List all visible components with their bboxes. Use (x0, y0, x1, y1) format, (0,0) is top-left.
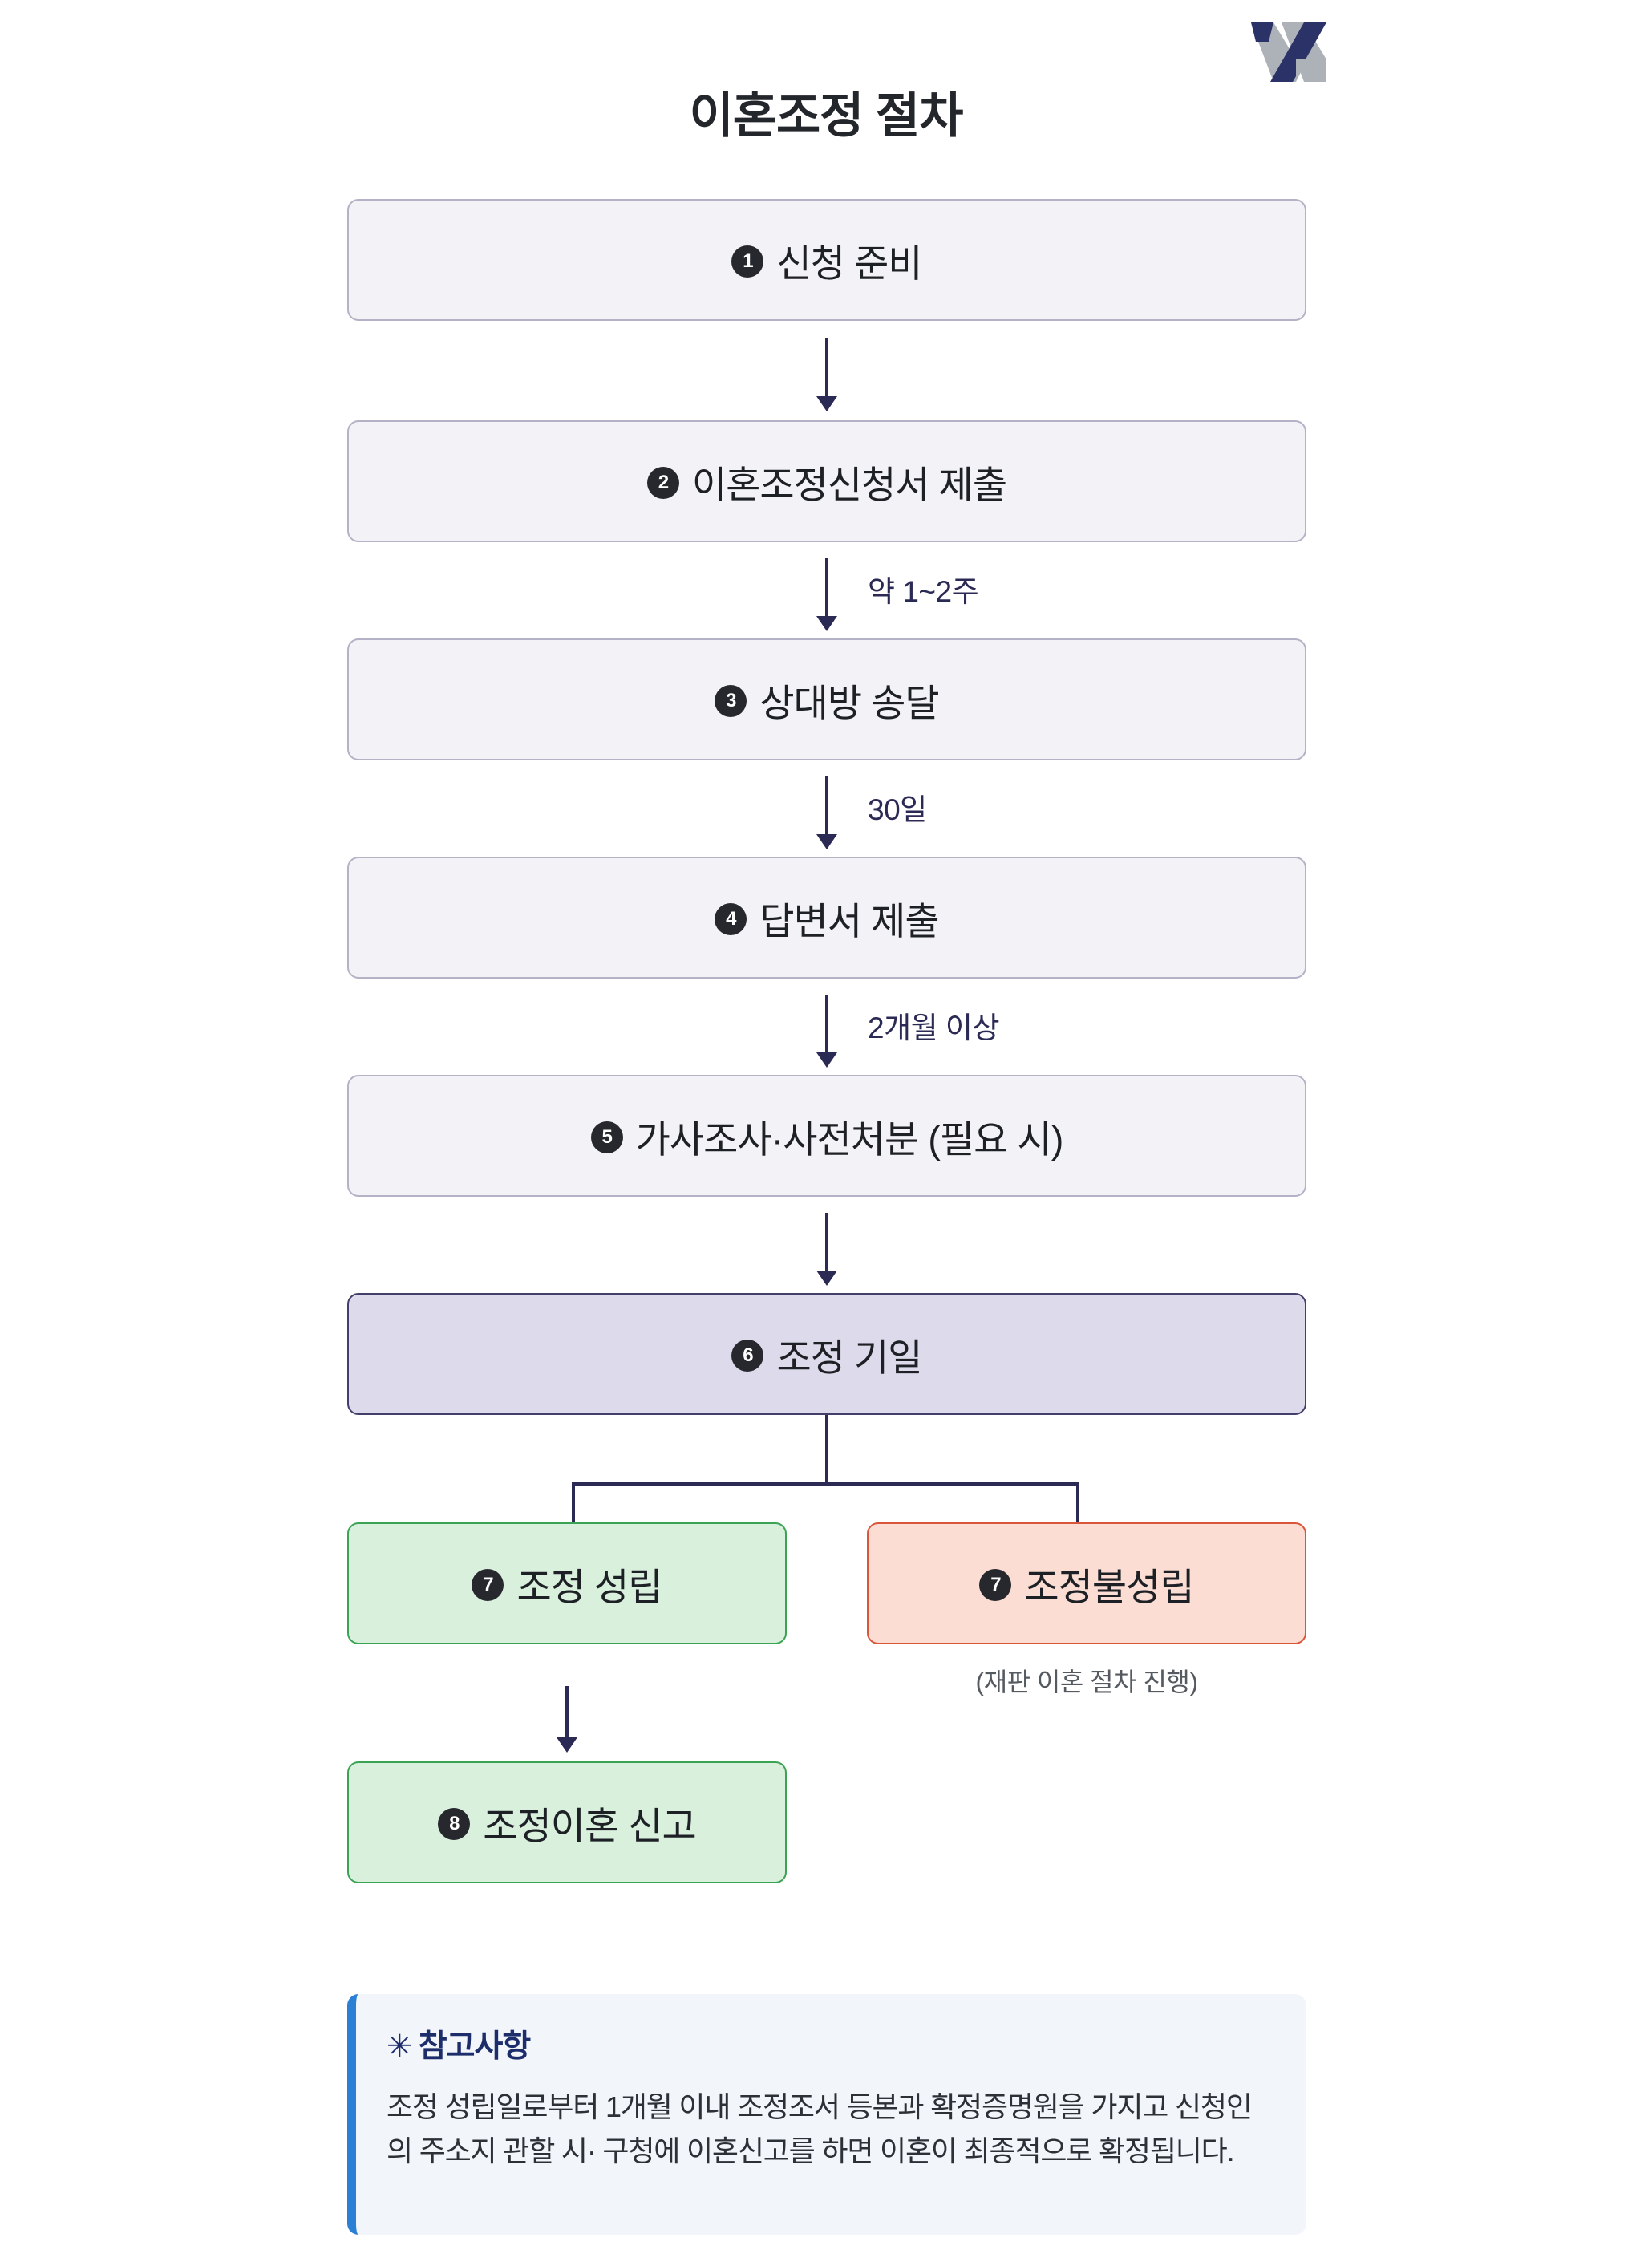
step-label-5: 가사조사·사전처분 (필요 시) (635, 1117, 1064, 1161)
brand-logo-icon (1245, 18, 1333, 87)
branch-crossbar (572, 1482, 1079, 1486)
branch-right-drop (1076, 1482, 1079, 1551)
step-label-7-fail: 조정불성립 (1024, 1565, 1194, 1608)
step-box-7-success[interactable]: 7 조정 성립 (347, 1522, 787, 1644)
connector-3-4-label: 30일 (868, 793, 927, 826)
connector-5-6 (825, 1213, 828, 1275)
branch-left-drop (572, 1482, 575, 1551)
step-label-3: 상대방 송달 (759, 681, 939, 724)
connector-2-3-arrowhead (816, 616, 837, 631)
step-number-3: 3 (715, 685, 747, 717)
step-box-3[interactable]: 3 상대방 송달 (347, 638, 1306, 760)
connector-4-5-arrowhead (816, 1052, 837, 1068)
step-box-6[interactable]: 6 조정 기일 (347, 1293, 1306, 1415)
step-label-4: 답변서 제출 (759, 899, 939, 942)
branch-stem (825, 1415, 828, 1484)
step-label-7-success: 조정 성립 (516, 1565, 662, 1608)
note-panel: ✳참고사항 조정 성립일로부터 1개월 이내 조정조서 등본과 확정증명원을 가… (347, 1994, 1306, 2235)
note-title: ✳참고사항 (387, 2021, 1274, 2066)
step-box-5[interactable]: 5 가사조사·사전처분 (필요 시) (347, 1075, 1306, 1197)
page-title: 이혼조정 절차 (689, 89, 964, 143)
connector-5-6-arrowhead (816, 1271, 837, 1286)
connector-4-5-label: 2개월 이상 (868, 1011, 1000, 1044)
step-label-1: 신청 준비 (776, 241, 922, 285)
step-number-5: 5 (590, 1121, 623, 1153)
step-box-4[interactable]: 4 답변서 제출 (347, 857, 1306, 979)
step-label-8: 조정이혼 신고 (483, 1804, 696, 1847)
connector-2-3 (825, 558, 828, 621)
step-number-7-success: 7 (472, 1569, 504, 1601)
note-title-text: 참고사항 (418, 2029, 532, 2064)
asterisk-icon: ✳ (387, 2029, 413, 2064)
connector-4-5 (825, 995, 828, 1057)
step-number-8: 8 (438, 1808, 471, 1840)
connector-1-2-arrowhead (816, 396, 837, 411)
step-number-2: 2 (646, 467, 679, 499)
fail-branch-caption: (재판 이혼 절차 진행) (975, 1668, 1198, 1696)
step-number-7-fail: 7 (979, 1569, 1012, 1601)
connector-3-4 (825, 776, 828, 839)
connector-7-8-arrowhead (557, 1737, 577, 1753)
step-box-1[interactable]: 1 신청 준비 (347, 199, 1306, 321)
step-box-7-fail[interactable]: 7 조정불성립 (867, 1522, 1306, 1644)
step-label-2: 이혼조정신청서 제출 (691, 463, 1007, 506)
step-label-6: 조정 기일 (776, 1336, 922, 1379)
note-body: 조정 성립일로부터 1개월 이내 조정조서 등본과 확정증명원을 가지고 신청인… (387, 2090, 1253, 2167)
connector-1-2 (825, 338, 828, 401)
connector-2-3-label: 약 1~2주 (868, 575, 979, 608)
step-box-2[interactable]: 2 이혼조정신청서 제출 (347, 420, 1306, 542)
connector-7-8 (565, 1686, 569, 1744)
step-number-6: 6 (731, 1340, 764, 1372)
step-box-8[interactable]: 8 조정이혼 신고 (347, 1761, 787, 1883)
connector-3-4-arrowhead (816, 834, 837, 849)
step-number-4: 4 (715, 903, 747, 935)
step-number-1: 1 (731, 245, 764, 278)
